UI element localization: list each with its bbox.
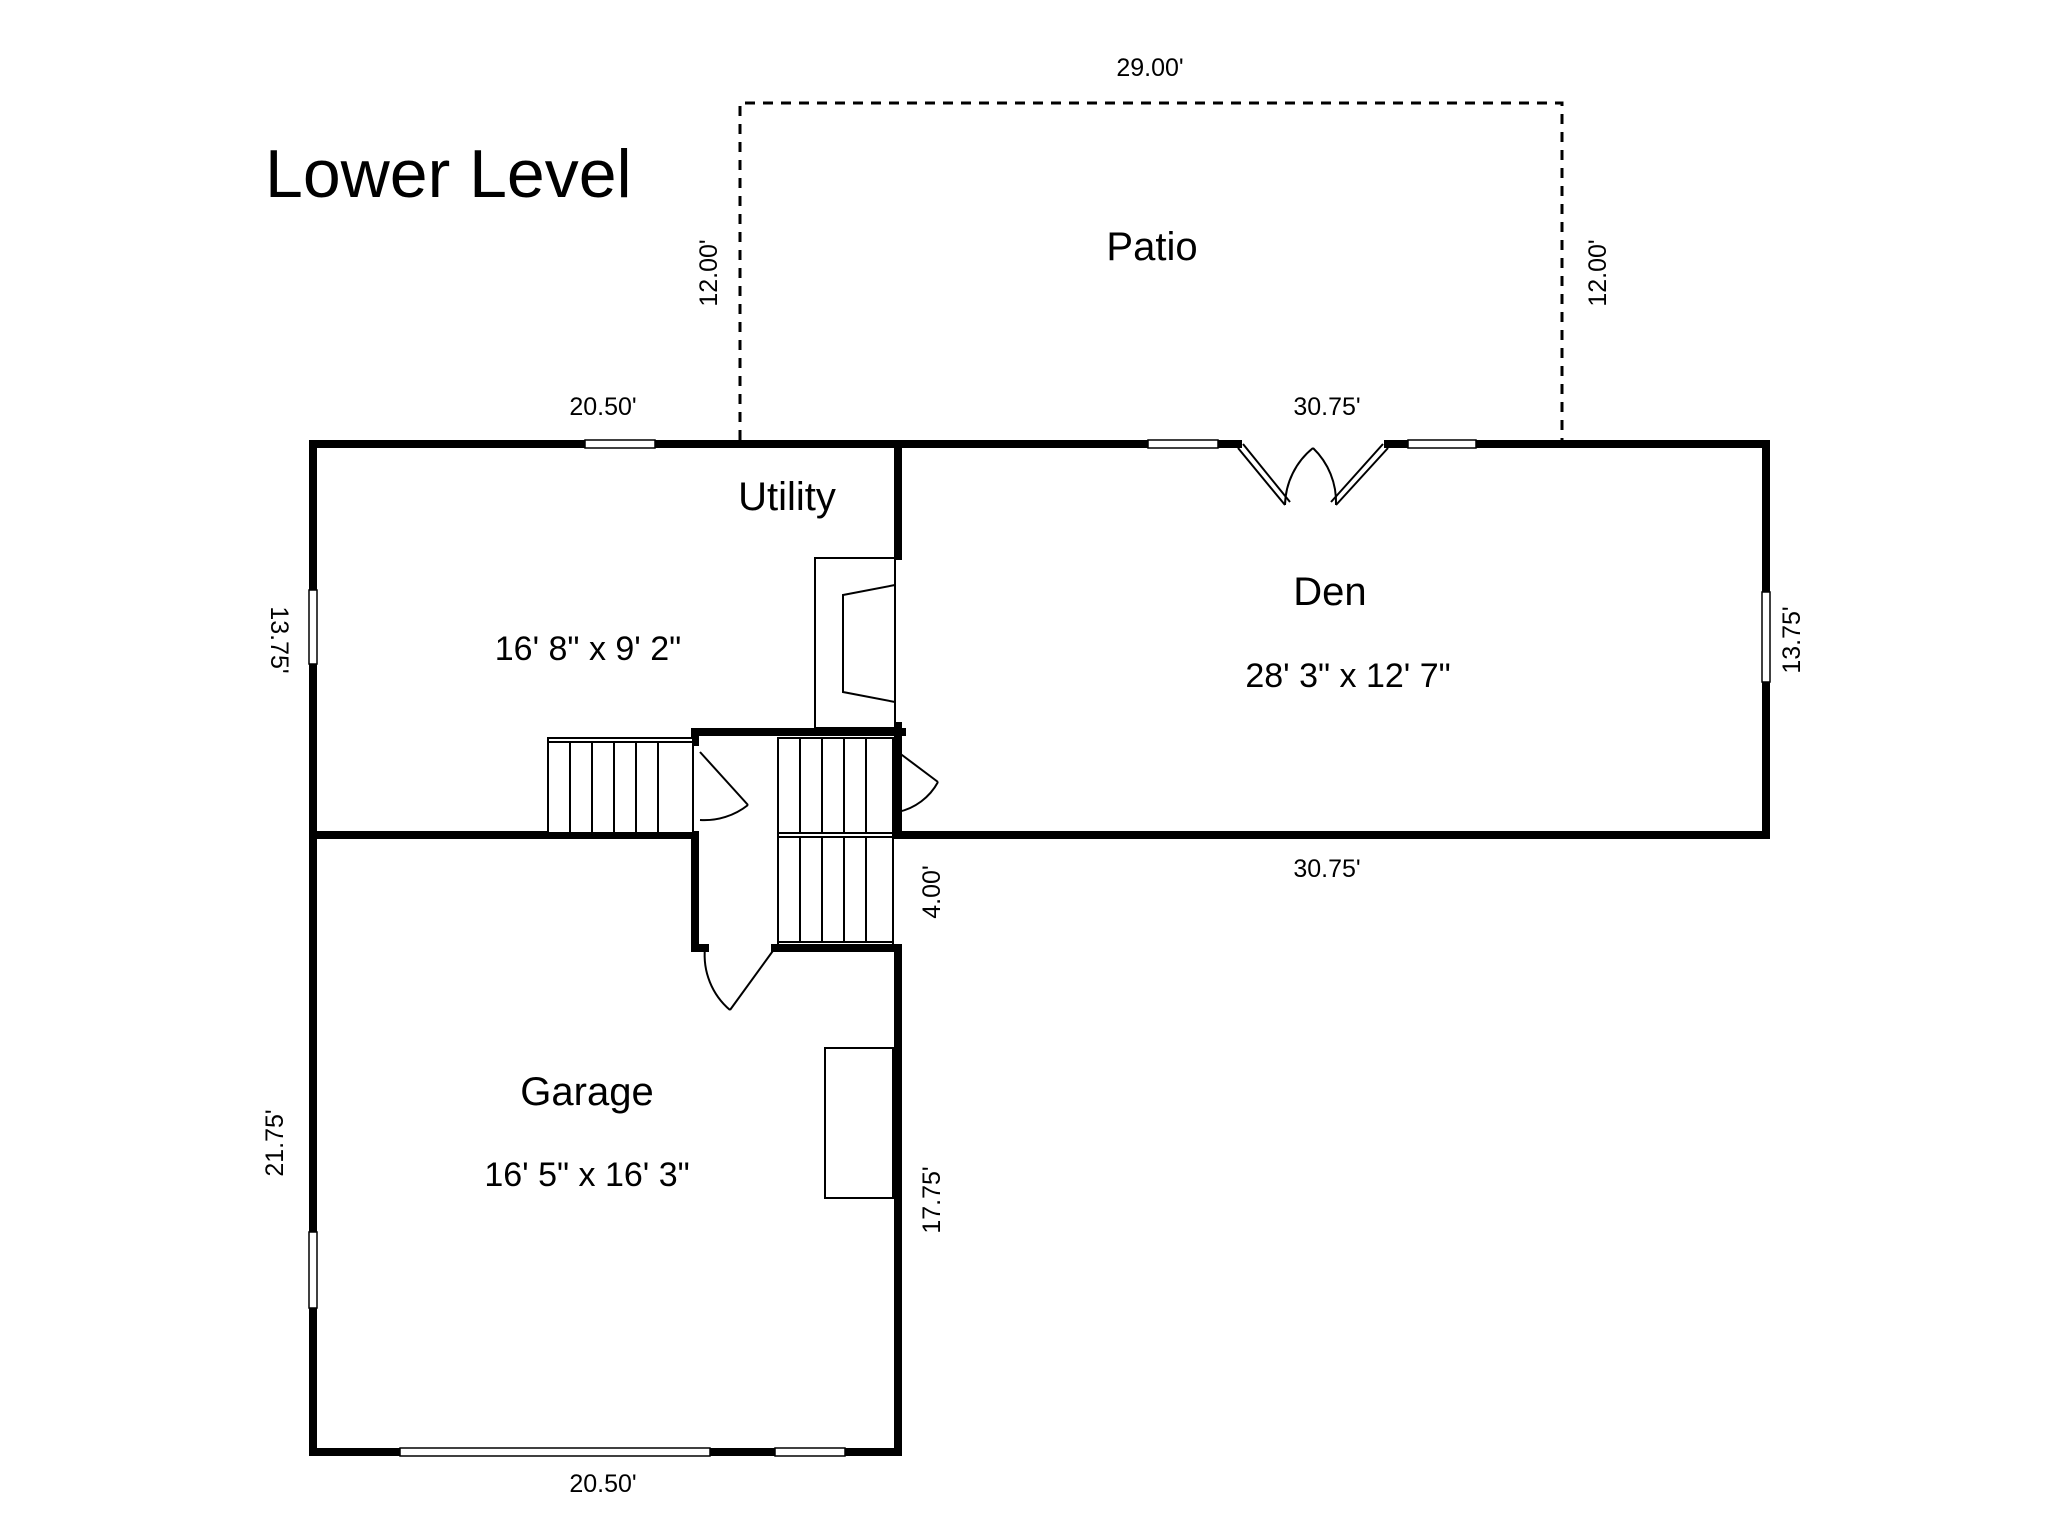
hall-stairs-lower — [777, 836, 894, 943]
walls — [309, 440, 1770, 1456]
dimension-garage-left: 21.75' — [261, 1109, 289, 1176]
utility-stairs — [547, 737, 694, 834]
dimension-garage-right: 17.75' — [918, 1166, 946, 1233]
fireplace — [814, 557, 896, 729]
window-den-right — [1761, 591, 1771, 683]
dimension-garage-bottom: 20.50' — [569, 1470, 636, 1498]
room-size-utility: 16' 8" x 9' 2" — [495, 630, 681, 668]
garage-door-opening — [399, 1447, 711, 1457]
room-size-garage: 16' 5" x 16' 3" — [484, 1156, 689, 1194]
windows — [308, 439, 1771, 1457]
room-label-utility: Utility — [738, 475, 836, 519]
window-utility-top — [584, 439, 656, 449]
room-label-den: Den — [1293, 570, 1366, 614]
window-garage-bottom — [774, 1447, 846, 1457]
dimension-den-top: 30.75' — [1293, 393, 1360, 421]
dimension-den-right: 13.75' — [1778, 606, 1806, 673]
dimension-den-bottom: 30.75' — [1293, 855, 1360, 883]
dimension-utility-top: 20.50' — [569, 393, 636, 421]
patio-outline — [738, 101, 1564, 440]
interior-doors — [699, 751, 939, 1011]
dimension-stair-right: 4.00' — [918, 865, 946, 918]
room-label-patio: Patio — [1106, 225, 1197, 269]
window-den-top-right — [1407, 439, 1477, 449]
room-label-garage: Garage — [520, 1070, 653, 1114]
window-den-top-left — [1147, 439, 1219, 449]
room-size-den: 28' 3" x 12' 7" — [1245, 657, 1450, 695]
dimension-patio-top: 29.00' — [1116, 54, 1183, 82]
garage-cabinet — [824, 1047, 894, 1199]
window-utility-left — [308, 589, 318, 665]
plan-title: Lower Level — [265, 136, 632, 212]
den-french-doors — [1237, 443, 1389, 506]
dimension-patio-right: 12.00' — [1584, 239, 1612, 306]
dimension-utility-left: 13.75' — [265, 606, 293, 673]
dimension-patio-left: 12.00' — [695, 239, 723, 306]
hall-stairs-upper — [777, 737, 894, 834]
window-garage-left — [308, 1231, 318, 1309]
